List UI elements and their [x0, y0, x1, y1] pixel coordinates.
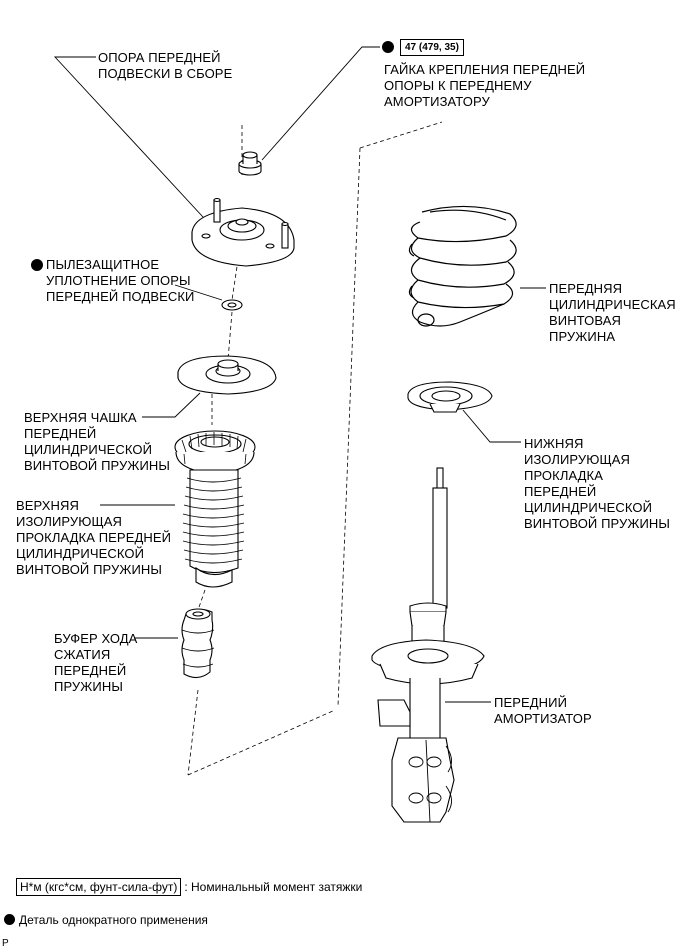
- label-line: УПЛОТНЕНИЕ ОПОРЫ: [46, 273, 191, 288]
- label-line: ПЕРЕДНИЙ: [494, 695, 568, 710]
- coil-spring-icon: [408, 205, 517, 327]
- lower-insulator-icon: [407, 381, 493, 413]
- label-line: ПРУЖИНЫ: [54, 679, 123, 694]
- corner-mark: P: [2, 938, 9, 949]
- upper-spring-seat-icon: [177, 355, 277, 395]
- label-line: ПРОКЛАДКА: [524, 468, 603, 483]
- label-coil-spring: ПЕРЕДНЯЯ ЦИЛИНДРИЧЕСКАЯ ВИНТОВАЯ ПРУЖИНА: [549, 281, 676, 345]
- legend-non-reusable: Деталь однократного применения: [4, 912, 208, 928]
- label-line: ЦИЛИНДРИЧЕСКАЯ: [549, 297, 676, 312]
- shock-absorber-icon: [371, 467, 485, 823]
- flange-nut-icon: [238, 151, 262, 176]
- label-line: ПЕРЕДНЕЙ: [524, 484, 597, 499]
- non-reusable-dot-icon: [31, 259, 43, 271]
- dust-seal-icon: [221, 299, 243, 311]
- label-nut: ГАЙКА КРЕПЛЕНИЯ ПЕРЕДНЕЙ ОПОРЫ К ПЕРЕДНЕ…: [384, 62, 585, 110]
- non-reusable-dot-icon: [382, 41, 394, 53]
- label-line: НИЖНЯЯ: [524, 436, 584, 451]
- label-line: ПРУЖИНА: [549, 329, 616, 344]
- label-upper-seat: ВЕРХНЯЯ ЧАШКА ПЕРЕДНЕЙ ЦИЛИНДРИЧЕСКОЙ ВИ…: [24, 410, 170, 474]
- label-dust-seal: ПЫЛЕЗАЩИТНОЕ УПЛОТНЕНИЕ ОПОРЫ ПЕРЕДНЕЙ П…: [46, 257, 195, 305]
- legend-non-reusable-text: Деталь однократного применения: [19, 913, 208, 927]
- label-line: ПРОКЛАДКА ПЕРЕДНЕЙ: [16, 530, 172, 545]
- legend-torque-unit: Н*м (кгс*см, фунт-сила-фут): [16, 878, 182, 896]
- leader-lines: [53, 46, 546, 703]
- label-line: ВИНТОВАЯ: [549, 313, 621, 328]
- legend-torque-text: : Номинальный момент затяжки: [184, 880, 363, 894]
- label-line: ГАЙКА КРЕПЛЕНИЯ ПЕРЕДНЕЙ: [384, 62, 586, 77]
- label-line: БУФЕР ХОДА: [54, 631, 138, 646]
- label-line: ОПОРА ПЕРЕДНЕЙ: [98, 50, 221, 65]
- label-line: ВЕРХНЯЯ: [16, 498, 79, 513]
- bump-stopper-icon: [181, 608, 215, 679]
- label-line: ПЫЛЕЗАЩИТНОЕ: [46, 257, 160, 272]
- label-upper-insulator: ВЕРХНЯЯ ИЗОЛИРУЮЩАЯ ПРОКЛАДКА ПЕРЕДНЕЙ Ц…: [16, 498, 171, 578]
- label-line: СЖАТИЯ: [54, 647, 111, 662]
- assembly-dashed-lines: [187, 121, 443, 776]
- label-upper-support: ОПОРА ПЕРЕДНЕЙ ПОДВЕСКИ В СБОРЕ: [98, 50, 232, 82]
- upper-insulator-icon: [174, 430, 256, 588]
- label-bump-stopper: БУФЕР ХОДА СЖАТИЯ ПЕРЕДНЕЙ ПРУЖИНЫ: [54, 631, 137, 695]
- label-line: ВИНТОВОЙ ПРУЖИНЫ: [16, 562, 163, 577]
- label-line: АМОРТИЗАТОРУ: [384, 94, 490, 109]
- label-lower-insulator: НИЖНЯЯ ИЗОЛИРУЮЩАЯ ПРОКЛАДКА ПЕРЕДНЕЙ ЦИ…: [524, 436, 670, 532]
- label-line: ПЕРЕДНЕЙ: [24, 426, 97, 441]
- label-shock-absorber: ПЕРЕДНИЙ АМОРТИЗАТОР: [494, 695, 592, 727]
- label-line: ЦИЛИНДРИЧЕСКОЙ: [524, 500, 653, 515]
- label-line: ЦИЛИНДРИЧЕСКОЙ: [16, 546, 145, 561]
- non-reusable-dot-icon: [4, 914, 15, 925]
- label-line: ЦИЛИНДРИЧЕСКОЙ: [24, 442, 153, 457]
- label-line: ПЕРЕДНЕЙ: [54, 663, 127, 678]
- torque-spec-box: 47 (479, 35): [400, 39, 464, 56]
- legend-torque: Н*м (кгс*см, фунт-сила-фут): Номинальный…: [16, 878, 362, 896]
- label-line: ПЕРЕДНЕЙ ПОДВЕСКИ: [46, 289, 195, 304]
- upper-support-icon: [191, 197, 295, 267]
- label-line: ИЗОЛИРУЮЩАЯ: [16, 514, 123, 529]
- label-line: ПЕРЕДНЯЯ: [549, 281, 623, 296]
- label-line: ВИНТОВОЙ ПРУЖИНЫ: [24, 458, 171, 473]
- label-line: ПОДВЕСКИ В СБОРЕ: [98, 66, 233, 81]
- label-line: ИЗОЛИРУЮЩАЯ: [524, 452, 631, 467]
- label-line: ОПОРЫ К ПЕРЕДНЕМУ: [384, 78, 532, 93]
- label-line: ВЕРХНЯЯ ЧАШКА: [24, 410, 137, 425]
- label-line: ВИНТОВОЙ ПРУЖИНЫ: [524, 516, 671, 531]
- label-line: АМОРТИЗАТОР: [494, 711, 592, 726]
